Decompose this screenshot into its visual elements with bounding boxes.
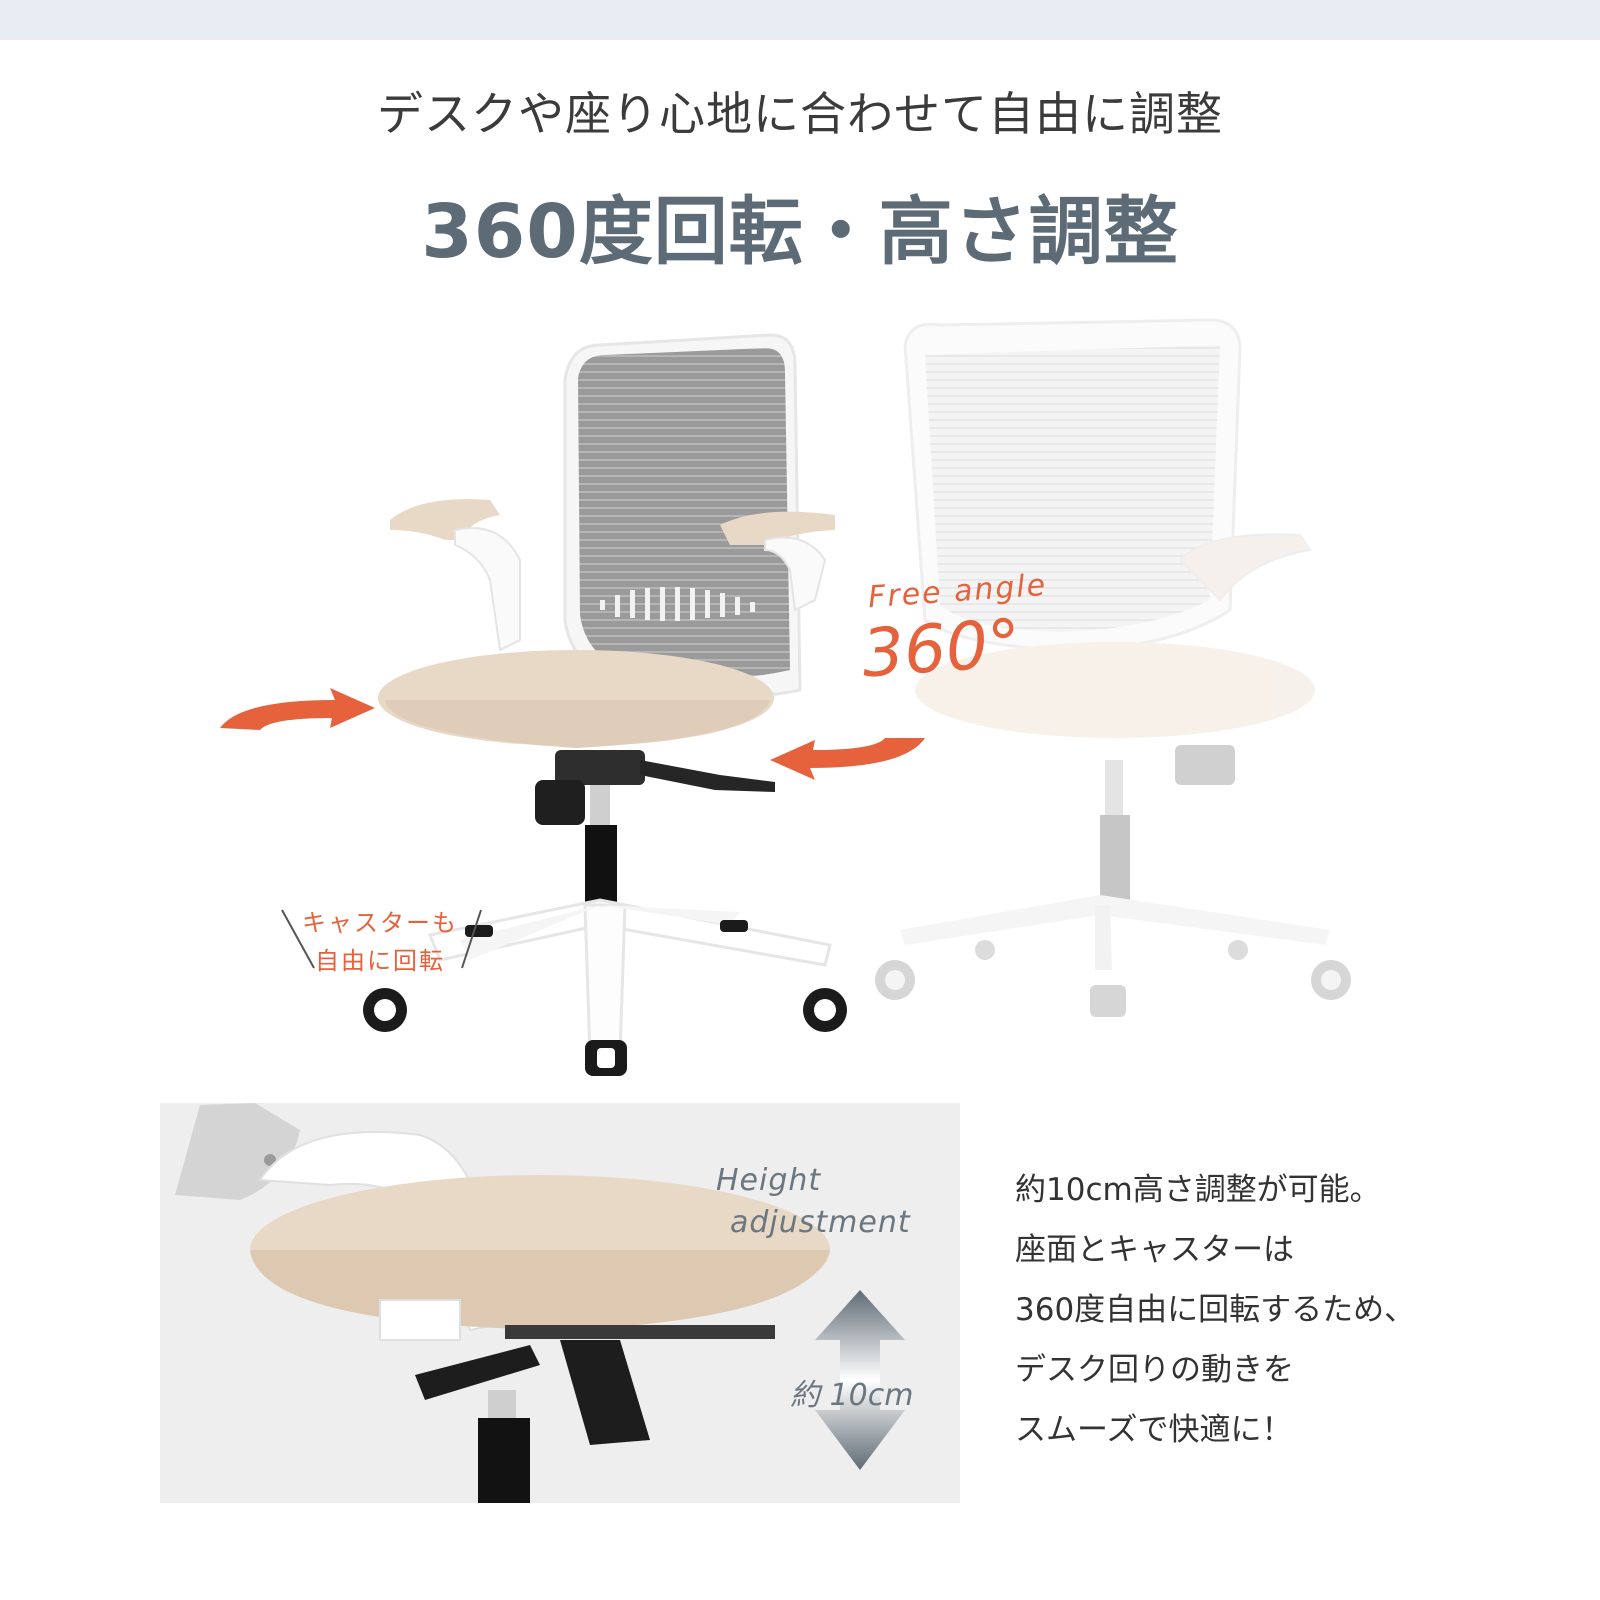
description-line: スムーズで快適に！ [1015, 1412, 1293, 1448]
faded-chair [875, 318, 1351, 1017]
rotation-arrows [220, 688, 925, 780]
height-label-line2: adjustment [730, 1205, 911, 1240]
height-adjustment-label: Height adjustment [716, 1160, 911, 1244]
subtitle: デスクや座り心地に合わせて自由に調整 [377, 87, 1223, 141]
height-amount: 約 10cm [790, 1378, 914, 1413]
caster-note: キャスターも 自由に回転 [302, 904, 458, 980]
description-line: 約10cm高さ調整が可能。 [1015, 1172, 1381, 1208]
caster-note-brackets [281, 909, 482, 969]
description-line: 360度自由に回転するため、 [1015, 1292, 1416, 1328]
caster-note-line2: 自由に回転 [315, 947, 445, 975]
main-chair [363, 333, 847, 1076]
description-line: 座面とキャスターは [1015, 1232, 1294, 1268]
height-closeup-panel [160, 1103, 960, 1503]
description-line: デスク回りの動きを [1015, 1352, 1294, 1388]
description-text: 約10cm高さ調整が可能。 座面とキャスターは 360度自由に回転するため、 デ… [1015, 1160, 1415, 1460]
rotation-degree: 360° [859, 604, 1024, 693]
height-label-line1: Height [716, 1163, 822, 1198]
page-title: 360度回転・高さ調整 [421, 189, 1179, 275]
top-band [0, 0, 1600, 40]
caster-note-line1: キャスターも [302, 909, 458, 937]
